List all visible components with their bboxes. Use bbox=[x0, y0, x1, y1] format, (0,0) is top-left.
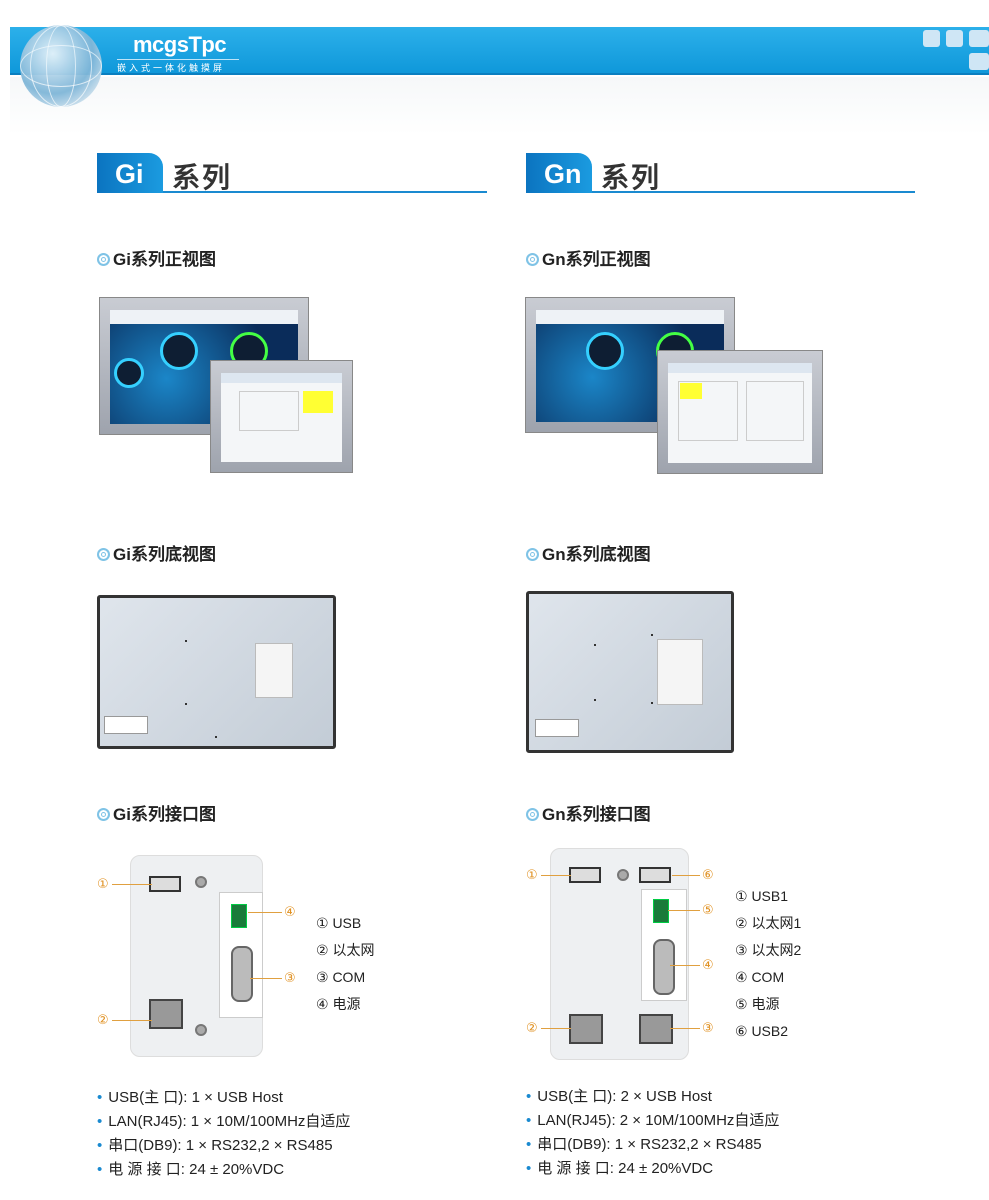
ring-icon bbox=[97, 808, 110, 821]
gn-legend: ① USB1 ② 以太网1 ③ 以太网2 ④ COM ⑤ 电源 ⑥ USB2 bbox=[735, 883, 801, 1045]
gi-specs: •USB(主 口): 1 × USB Host •LAN(RJ45): 1 × … bbox=[97, 1086, 350, 1182]
legend-item: ⑥ USB2 bbox=[735, 1023, 789, 1039]
gn-section-header: Gn 系列 bbox=[526, 153, 915, 193]
spec-item: •电 源 接 口: 24 ± 20%VDC bbox=[526, 1160, 714, 1177]
callout-line bbox=[112, 1020, 152, 1021]
gi-front-title-text: Gi系列正视图 bbox=[113, 250, 216, 269]
callout-4: ④ bbox=[702, 957, 714, 972]
legend-item: ② 以太网 bbox=[316, 942, 375, 958]
gi-interface-title: Gi系列接口图 bbox=[97, 800, 216, 825]
gi-bottom-title: Gi系列底视图 bbox=[97, 540, 216, 565]
callout-line bbox=[670, 1028, 700, 1029]
header-fade bbox=[10, 77, 989, 135]
gi-legend: ① USB ② 以太网 ③ COM ④ 电源 bbox=[316, 910, 374, 1018]
gn-bottom-title-text: Gn系列底视图 bbox=[542, 545, 651, 564]
gn-section-title: 系列 bbox=[601, 162, 662, 193]
decor-square bbox=[969, 53, 989, 70]
callout-line bbox=[250, 978, 282, 979]
gi-section-title: 系列 bbox=[172, 162, 233, 193]
gi-interface-plate bbox=[130, 855, 263, 1057]
callout-line bbox=[670, 965, 700, 966]
usb-port bbox=[639, 867, 671, 883]
usb-port bbox=[149, 876, 181, 892]
callout-1: ① bbox=[97, 876, 109, 891]
legend-item: ③ COM bbox=[316, 969, 366, 985]
legend-item: ① USB1 bbox=[735, 888, 789, 904]
gn-interface-title-text: Gn系列接口图 bbox=[542, 805, 651, 824]
gi-front-title: Gi系列正视图 bbox=[97, 245, 216, 270]
gi-rear-panel bbox=[97, 595, 336, 749]
screw bbox=[195, 876, 207, 888]
legend-item: ④ COM bbox=[735, 969, 785, 985]
spec-item: •电 源 接 口: 24 ± 20%VDC bbox=[97, 1161, 285, 1178]
ring-icon bbox=[97, 253, 110, 266]
ring-icon bbox=[526, 808, 539, 821]
decor-square bbox=[946, 30, 963, 47]
db9-port bbox=[653, 939, 675, 995]
callout-line bbox=[541, 1028, 571, 1029]
gn-interface-plate bbox=[550, 848, 689, 1060]
gn-front-title-text: Gn系列正视图 bbox=[542, 250, 651, 269]
rj45-port bbox=[569, 1014, 603, 1044]
gi-interface-title-text: Gi系列接口图 bbox=[113, 805, 216, 824]
callout-3: ③ bbox=[284, 970, 296, 985]
ring-icon bbox=[526, 253, 539, 266]
brand-tagline: 嵌入式一体化触摸屏 bbox=[117, 59, 239, 74]
decor-square bbox=[923, 30, 940, 47]
callout-line bbox=[112, 884, 152, 885]
callout-4: ④ bbox=[284, 904, 296, 919]
screw bbox=[617, 869, 629, 881]
ring-icon bbox=[97, 548, 110, 561]
screw bbox=[195, 1024, 207, 1036]
gi-section-header: Gi 系列 bbox=[97, 153, 487, 193]
gn-front-small-screen bbox=[657, 350, 823, 474]
legend-item: ⑤ 电源 bbox=[735, 996, 780, 1012]
gn-interface-title: Gn系列接口图 bbox=[526, 800, 651, 825]
gn-badge: Gn bbox=[526, 153, 592, 193]
brand-logo: mcgsTpc bbox=[133, 32, 227, 57]
header-band bbox=[10, 27, 989, 75]
callout-line bbox=[248, 912, 282, 913]
gn-specs: •USB(主 口): 2 × USB Host •LAN(RJ45): 2 × … bbox=[526, 1085, 779, 1181]
decor-square bbox=[969, 30, 989, 47]
power-connector bbox=[653, 899, 669, 923]
gn-rear-panel bbox=[526, 591, 734, 753]
callout-5: ⑤ bbox=[702, 902, 714, 917]
globe-icon bbox=[20, 25, 102, 107]
callout-line bbox=[668, 910, 700, 911]
spec-item: •串口(DB9): 1 × RS232,2 × RS485 bbox=[526, 1136, 762, 1153]
spec-item: •USB(主 口): 1 × USB Host bbox=[97, 1089, 283, 1106]
rj45-port bbox=[639, 1014, 673, 1044]
callout-6: ⑥ bbox=[702, 867, 714, 882]
callout-line bbox=[672, 875, 700, 876]
ring-icon bbox=[526, 548, 539, 561]
legend-item: ② 以太网1 bbox=[735, 915, 802, 931]
callout-3: ③ bbox=[702, 1020, 714, 1035]
callout-2: ② bbox=[97, 1012, 109, 1027]
callout-line bbox=[541, 875, 571, 876]
gn-bottom-title: Gn系列底视图 bbox=[526, 540, 651, 565]
power-connector bbox=[231, 904, 247, 928]
spec-item: •LAN(RJ45): 2 × 10M/100MHz自适应 bbox=[526, 1112, 780, 1129]
gi-bottom-title-text: Gi系列底视图 bbox=[113, 545, 216, 564]
callout-1: ① bbox=[526, 867, 538, 882]
gi-badge: Gi bbox=[97, 153, 163, 193]
legend-item: ① USB bbox=[316, 915, 362, 931]
db9-port bbox=[231, 946, 253, 1002]
spec-item: •LAN(RJ45): 1 × 10M/100MHz自适应 bbox=[97, 1113, 351, 1130]
usb-port bbox=[569, 867, 601, 883]
spec-item: •USB(主 口): 2 × USB Host bbox=[526, 1088, 712, 1105]
gi-front-small-screen bbox=[210, 360, 353, 473]
legend-item: ④ 电源 bbox=[316, 996, 361, 1012]
rj45-port bbox=[149, 999, 183, 1029]
callout-2: ② bbox=[526, 1020, 538, 1035]
spec-item: •串口(DB9): 1 × RS232,2 × RS485 bbox=[97, 1137, 333, 1154]
legend-item: ③ 以太网2 bbox=[735, 942, 802, 958]
gn-front-title: Gn系列正视图 bbox=[526, 245, 651, 270]
